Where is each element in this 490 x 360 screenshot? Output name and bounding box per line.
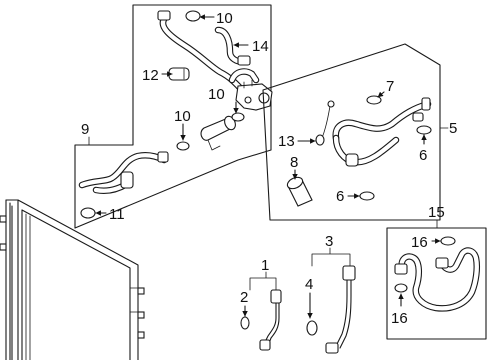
part-8-cylinder — [286, 176, 313, 207]
callout-2: 2 — [240, 289, 248, 306]
tube-fitting — [120, 171, 134, 189]
leader — [377, 91, 385, 98]
part-14-hose — [157, 10, 260, 96]
hose-fitting — [237, 55, 251, 66]
condenser-bracket — [137, 311, 145, 319]
callout-8: 8 — [290, 154, 298, 171]
callout-7: 7 — [386, 78, 394, 95]
part-9-tube — [78, 151, 169, 194]
callout-10: 10 — [216, 10, 233, 27]
condenser-bracket — [0, 243, 7, 251]
part-5-tube — [332, 97, 432, 167]
callout-3: 3 — [325, 233, 333, 250]
condenser-bracket — [137, 331, 145, 339]
tube-fitting — [345, 153, 359, 167]
group-5: 7 5 13 6 8 6 — [262, 43, 457, 221]
tube-fitting — [412, 112, 424, 122]
condenser — [0, 199, 145, 360]
part-13-sensor — [315, 100, 335, 146]
condenser-bracket — [0, 215, 7, 223]
callout-5: 5 — [449, 120, 457, 137]
callout-15: 15 — [428, 204, 445, 221]
o-ring — [231, 112, 245, 122]
o-ring — [440, 236, 456, 246]
callout-9: 9 — [81, 121, 89, 138]
callout-14: 14 — [252, 38, 269, 55]
o-ring — [176, 141, 190, 151]
part-3-tube — [325, 265, 356, 354]
o-ring — [366, 95, 382, 105]
tube-fitting — [270, 289, 282, 304]
callout-4: 4 — [305, 276, 313, 293]
group-5-outline — [262, 43, 441, 221]
group-1: 1 2 — [240, 257, 282, 351]
o-ring — [306, 320, 318, 336]
hose-fitting — [157, 10, 171, 21]
tube-fitting — [421, 97, 431, 111]
o-ring — [394, 283, 408, 293]
group-15-outline — [386, 227, 487, 340]
manifold-block — [235, 79, 273, 111]
callout-11: 11 — [109, 206, 125, 223]
o-ring — [185, 10, 201, 22]
o-ring — [359, 191, 375, 201]
o-ring — [80, 207, 96, 219]
callout-16: 16 — [411, 234, 428, 251]
callout-10: 10 — [174, 108, 191, 125]
o-ring — [240, 316, 250, 330]
group-3: 3 4 — [305, 233, 356, 354]
tube-fitting — [157, 151, 169, 163]
part-15-tube — [394, 247, 481, 312]
condenser-bracket — [137, 287, 145, 295]
o-ring — [416, 125, 432, 135]
part-1-tube — [259, 289, 282, 351]
group-9: 10 14 12 10 10 9 11 — [74, 4, 273, 229]
callout-13: 13 — [278, 133, 295, 150]
tube-fitting — [394, 263, 408, 275]
group-9-outline — [74, 4, 272, 229]
tube-fitting — [259, 339, 271, 351]
tube-fitting — [342, 265, 356, 281]
callout-6: 6 — [336, 188, 344, 205]
part-10-drier — [200, 115, 236, 151]
callout-12: 12 — [142, 67, 159, 84]
group-15: 15 16 16 — [386, 204, 487, 340]
tube-fitting — [325, 342, 339, 354]
callout-1: 1 — [261, 257, 269, 274]
callout-16: 16 — [391, 310, 408, 327]
callout-6: 6 — [419, 147, 427, 164]
tube-fitting — [435, 257, 449, 269]
callout-10: 10 — [208, 86, 225, 103]
